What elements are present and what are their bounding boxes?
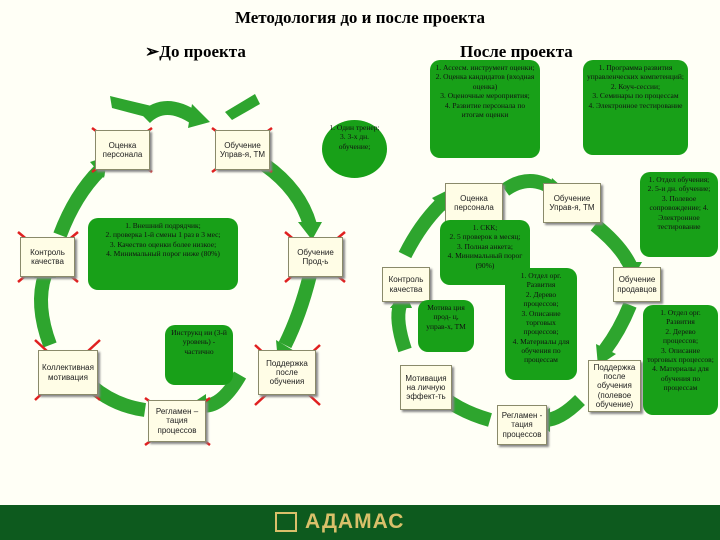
footer-logo-text: АДАМАС — [305, 510, 405, 533]
after-box-obuchenie-upr: Обучение Управ-я, ТМ — [543, 183, 601, 223]
before-box-obuchenie-prod: Обучение Прод-ь — [288, 237, 343, 277]
before-heading: ➢До проекта — [145, 42, 246, 61]
after-callout-razvitie: 1. Программа развития управленческих ком… — [583, 60, 688, 155]
before-box-kontrol: Контроль качества — [20, 237, 75, 277]
before-box-podderzhka: Поддержка после обучения — [258, 350, 316, 395]
after-box-motivaciya: Мотивация на личную эффект-ть — [400, 365, 452, 410]
before-box-obuchenie-upr: Обучение Управ-я, ТМ — [215, 130, 270, 170]
after-box-obuchenie-prod: Обучение продавцов — [613, 267, 661, 302]
arrow-before-2 — [260, 159, 317, 228]
before-cycle-arrows — [34, 101, 317, 417]
before-box-reglament: Регламен – тация процессов — [148, 400, 206, 442]
after-callout-otsenka: 1. Ассесм. инструмент оценки; 2. Оценка … — [430, 60, 540, 158]
after-marks — [110, 94, 260, 120]
adamas-logo-icon — [275, 512, 297, 532]
after-callout-otdel-2: 1. Отдел орг. Развития 2. Дерево процесс… — [643, 305, 718, 415]
after-box-otsenka: Оценка персонала — [445, 183, 503, 223]
after-box-kontrol: Контроль качества — [382, 267, 430, 302]
arrow-before-6 — [34, 272, 57, 348]
arrow-before-7 — [53, 165, 106, 238]
after-callout-obuchenie: 1. Отдел обучения; 2. 5-и дн. обучение; … — [640, 172, 718, 257]
after-box-podderzhka: Поддержка после обучения (полевое обучен… — [588, 360, 641, 412]
footer-bar — [0, 505, 720, 540]
before-callout-instrukcii: Инструкц ии (3-й уровень) - частично — [165, 325, 233, 385]
after-heading: После проекта — [460, 42, 573, 61]
before-callout-kontrol: 1. Внешний подрядчик; 2. проверка 1-й см… — [88, 218, 238, 290]
before-box-motivaciya: Коллективная мотивация — [38, 350, 98, 395]
after-callout-motivaciya: Мотива ция прод- ц, управ-х, ТМ — [418, 300, 474, 352]
arrow-before-3 — [278, 273, 317, 349]
page-title: Методология до и после проекта — [234, 8, 486, 27]
before-box-otsenka: Оценка персонала — [95, 130, 150, 170]
before-callout-trainer: 1. Один тренер; 3. 3-х дн. обучение; — [322, 120, 387, 178]
after-callout-otdel-1: 1. Отдел орг. Развития 2. Дерево процесс… — [505, 268, 577, 380]
after-box-reglament: Регламен - тация процессов — [497, 405, 547, 445]
